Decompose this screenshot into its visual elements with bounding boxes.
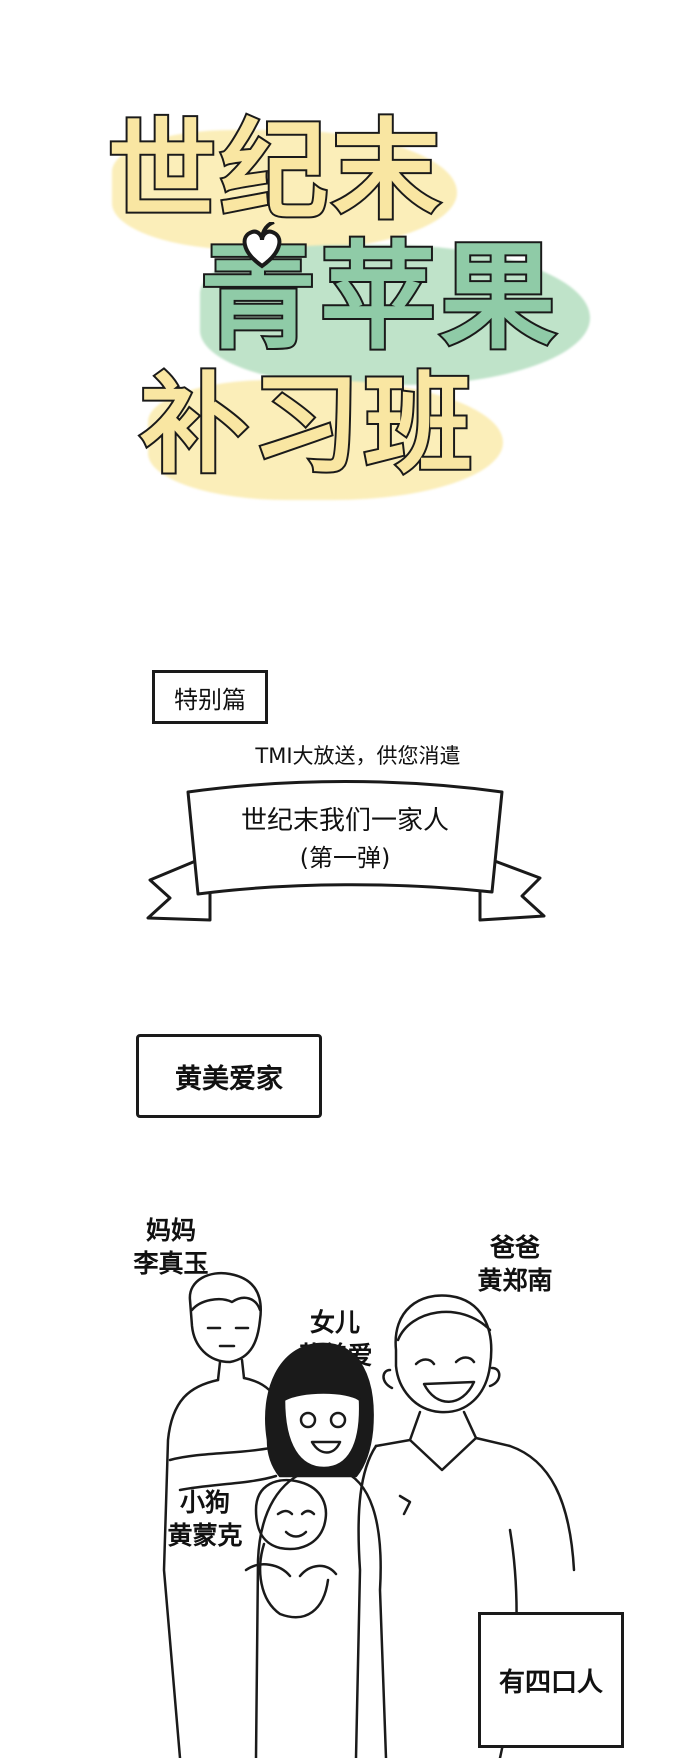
special-tag-text: 特别篇: [174, 685, 246, 714]
title-line-3: 补习班: [138, 363, 477, 488]
title-line-1: 世纪末: [106, 109, 445, 234]
dog-figure: [244, 1478, 338, 1619]
label-dad: 爸爸 黄郑南: [460, 1232, 570, 1297]
special-tag-box: 特别篇: [152, 670, 268, 724]
logo-bg-blob-green: [200, 245, 590, 385]
title-logo: 世纪末 青苹果 补习班: [0, 0, 690, 520]
ribbon-banner: [146, 780, 546, 922]
label-dog-role: 小狗: [179, 1488, 230, 1517]
label-dog-name: 黄蒙克: [167, 1520, 243, 1550]
count-text: 有四口人: [498, 1667, 603, 1698]
label-mom: 妈妈 李真玉: [116, 1215, 226, 1280]
logo-bg-blob-yellow-2: [148, 380, 503, 500]
family-name-box: 黄美爱家: [136, 1034, 322, 1118]
family-illustration: [162, 1271, 576, 1758]
count-box: 有四口人: [478, 1612, 624, 1748]
family-name-text: 黄美爱家: [175, 1063, 283, 1095]
label-dog: 小狗 黄蒙克: [150, 1487, 260, 1552]
label-dad-name: 黄郑南: [477, 1265, 553, 1295]
label-dad-role: 爸爸: [489, 1233, 540, 1262]
ribbon-line-1: 世纪末我们一家人: [240, 806, 449, 836]
label-daughter-role: 女儿: [309, 1308, 360, 1337]
ribbon-line-2: (第一弹): [299, 844, 391, 872]
logo-bg-blob-yellow: [112, 130, 457, 250]
tagline: TMI大放送，供您消遣: [255, 744, 461, 768]
daughter-figure: [254, 1342, 388, 1758]
apple-leaf-icon: [242, 222, 282, 269]
label-mom-name: 李真玉: [133, 1248, 209, 1278]
label-mom-role: 妈妈: [145, 1216, 196, 1245]
